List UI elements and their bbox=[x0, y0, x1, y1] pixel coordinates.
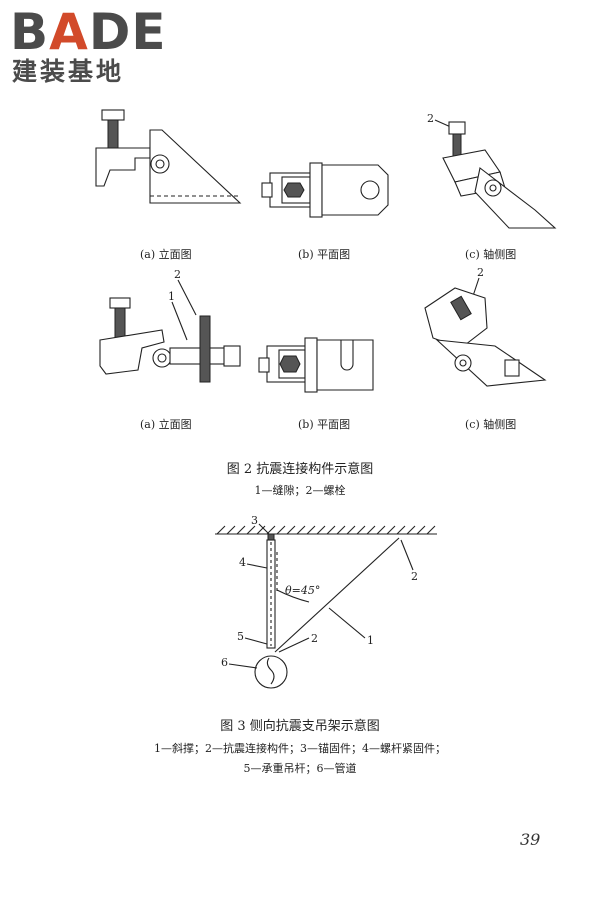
fig2-row1-c-callout: 2 bbox=[427, 112, 434, 125]
fig2-row1-a-label: (a) 立面图 bbox=[140, 248, 192, 261]
fig2-row2-c-label: (c) 轴侧图 bbox=[465, 418, 517, 431]
fig3-caption: 图 3 侧向抗震支吊架示意图 bbox=[220, 719, 380, 734]
fig2-row2-axonometric-drawing: 2 bbox=[424, 266, 547, 387]
fig2-row2-a-callout-2: 2 bbox=[174, 268, 181, 281]
fig3-callout-6: 6 bbox=[221, 656, 228, 669]
logo-wordmark: BADE bbox=[10, 3, 167, 61]
fig2-row1-plan-drawing bbox=[261, 162, 389, 218]
fig3-ceiling-hatching bbox=[216, 525, 436, 535]
page-number: 39 bbox=[520, 830, 541, 849]
fig2-row1-b-label: (b) 平面图 bbox=[298, 248, 351, 261]
logo-subtitle: 建装基地 bbox=[12, 57, 125, 86]
fig2-row2-a-label: (a) 立面图 bbox=[140, 418, 192, 431]
fig2-row2-plan-drawing bbox=[258, 337, 374, 393]
fig3-angle-arc bbox=[276, 589, 310, 603]
fig3-legend-line-1: 1—斜撑；2—抗震连接构件；3—锚固件；4—螺杆紧固件； bbox=[154, 742, 446, 755]
fig3-pipe bbox=[254, 655, 288, 689]
fig2-legend: 1—缝隙；2—螺栓 bbox=[254, 484, 346, 497]
fig3-callout-1: 1 bbox=[367, 634, 374, 647]
fig2-row1-elevation-drawing bbox=[95, 109, 242, 204]
fig3-callout-4: 4 bbox=[239, 556, 246, 569]
fig2-row2-c-callout: 2 bbox=[477, 266, 484, 279]
fig3-angle-label: θ=45° bbox=[285, 584, 320, 597]
fig2-row1-axonometric-drawing: 2 bbox=[427, 112, 557, 229]
brand-logo: BADE 建装基地 bbox=[10, 6, 185, 88]
fig2-row1-c-label: (c) 轴侧图 bbox=[465, 248, 517, 261]
fig3-hanger-rod bbox=[266, 539, 276, 649]
fig3-callout-2-brace: 2 bbox=[411, 570, 418, 583]
fig3-callout-5: 5 bbox=[237, 630, 244, 643]
fig3-callout-2-joint: 2 bbox=[311, 632, 318, 645]
fig3-diagonal-brace bbox=[274, 537, 400, 653]
fig2-caption: 图 2 抗震连接构件示意图 bbox=[226, 462, 374, 477]
fig3-callout-3: 3 bbox=[251, 514, 258, 527]
logo-accent-letter: A bbox=[49, 3, 89, 61]
fig3-drawing: θ=45° 3 4 5 6 2 1 2 bbox=[215, 514, 437, 689]
fig3-legend-line-2: 5—承重吊杆；6—管道 bbox=[243, 762, 357, 775]
fig2-row2-elevation-drawing: 2 1 bbox=[99, 268, 241, 383]
fig3-anchor bbox=[267, 533, 275, 541]
fig2-row2-b-label: (b) 平面图 bbox=[298, 418, 351, 431]
fig2-row2-a-callout-1: 1 bbox=[168, 290, 175, 303]
